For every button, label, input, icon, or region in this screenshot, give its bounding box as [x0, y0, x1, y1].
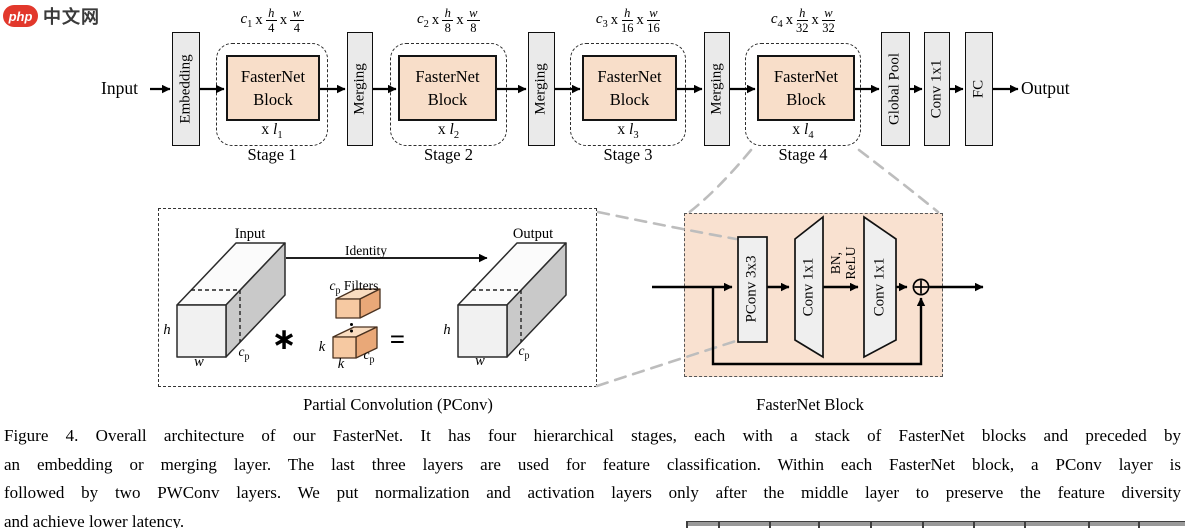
stage3-name: Stage 3	[603, 145, 653, 164]
block-diagram-title: FasterNet Block	[756, 395, 864, 414]
table-column-tick	[1138, 521, 1140, 528]
merging-box-3	[704, 32, 730, 146]
caption-line-1: Figure 4. Overall architecture of our Fa…	[4, 426, 1181, 445]
table-column-tick	[973, 521, 975, 528]
stage4-name: Stage 4	[778, 145, 828, 164]
table-column-tick	[686, 521, 688, 528]
input-tensor-cuboid	[176, 242, 286, 358]
merging-box-1	[347, 32, 373, 146]
input-h-label: h	[163, 322, 171, 338]
merging-label-3: Merging	[708, 63, 725, 115]
identity-label: Identity	[345, 243, 387, 258]
block1-line2: Block	[253, 90, 293, 109]
input-w-label: w	[194, 354, 204, 370]
stage4-repeat-label: x l4	[792, 121, 814, 142]
global-pool-box	[881, 32, 910, 146]
pipeline-input-label: Input	[101, 78, 138, 98]
conv1x1-expand-label: Conv 1x1	[800, 257, 817, 317]
stage2-name: Stage 2	[423, 145, 474, 164]
stage1-dashed-rect	[216, 43, 328, 146]
convolution-operator: ∗	[271, 322, 297, 357]
detail-flow-arrows	[652, 282, 984, 366]
fc-box	[965, 32, 993, 146]
kernel-k-label-bottom: k	[337, 356, 345, 372]
conv1x1-box	[924, 32, 950, 146]
block4-line1: FasterNet	[773, 66, 839, 86]
merging-box-2	[528, 32, 555, 146]
block3-line1: FasterNet	[597, 66, 662, 86]
pconv-diagram-title: Partial Convolution (PConv)	[303, 395, 493, 414]
block1-line1: FasterNet	[240, 66, 306, 86]
table-column-tick	[818, 521, 820, 528]
stage2-repeat-label: x l2	[437, 121, 460, 142]
conv1x1-reduce-label: Conv 1x1	[871, 257, 888, 317]
input-cp-label: cp	[238, 344, 250, 363]
output-cp-label: cp	[518, 343, 530, 362]
output-tensor-cuboid	[457, 242, 567, 358]
site-logo: php 中文网	[3, 4, 100, 28]
pconv-dashed-rect	[158, 208, 597, 387]
pconv3x3-label: PConv 3x3	[743, 255, 760, 323]
caption-line-2: an embedding or merging layer. The last …	[4, 454, 1181, 474]
conv1x1-reduce-trapezoid	[863, 215, 897, 359]
table-top-border	[686, 521, 1185, 526]
caption-line-3: followed by two PWConv layers. We put no…	[4, 483, 1181, 503]
table-column-tick	[769, 521, 771, 528]
conv1x1-label: Conv 1x1	[928, 59, 945, 119]
pconv-output-label: Output	[512, 226, 554, 242]
stage1-repeat-label: x l1	[261, 121, 283, 142]
block2-line2: Block	[427, 90, 468, 109]
php-logo-icon: php	[3, 5, 38, 27]
table-column-tick	[1024, 521, 1026, 528]
bn-label: BN,	[828, 251, 843, 275]
detail-layer-shapes	[737, 215, 897, 359]
output-w-label: w	[475, 353, 485, 369]
cp-filters-label: cp Filters	[329, 278, 379, 297]
zoom-connector-lines	[595, 148, 940, 388]
caption-line-4: and achieve lower latency.	[4, 511, 185, 528]
kernel-k-label-left: k	[318, 339, 326, 355]
relu-label: ReLU	[843, 246, 858, 280]
residual-add-icon	[912, 278, 930, 296]
equals-operator: =	[389, 324, 405, 354]
pipeline-output-label: Output	[1021, 78, 1070, 98]
output-h-label: h	[443, 322, 451, 338]
fasternet-block-2: FasterNet Block	[398, 55, 497, 121]
cp-slice-dashes	[191, 289, 522, 342]
stage4-dashed-rect	[745, 43, 861, 146]
fasternet-block-4: FasterNet Block	[757, 55, 855, 121]
fasternet-block-1: FasterNet Block	[226, 55, 320, 121]
embedding-label: Embedding	[177, 54, 194, 124]
kernel-cp-label: cp	[363, 347, 375, 366]
conv1x1-expand-trapezoid	[794, 215, 824, 359]
stage3-repeat-label: x l3	[617, 121, 639, 142]
merging-label-2: Merging	[532, 63, 549, 115]
table-column-tick	[718, 521, 720, 528]
embedding-box	[172, 32, 200, 146]
fc-label: FC	[970, 79, 987, 99]
fasternet-block-3: FasterNet Block	[582, 55, 677, 121]
pconv-input-label: Input	[234, 226, 266, 242]
table-column-tick	[1088, 521, 1090, 528]
filter-cubes	[332, 288, 381, 359]
table-column-tick	[922, 521, 924, 528]
merging-label-1: Merging	[351, 63, 368, 115]
logo-text: 中文网	[43, 7, 100, 27]
global-pool-label: Global Pool	[886, 52, 903, 126]
stage1-name: Stage 1	[247, 145, 297, 164]
block2-line1: FasterNet	[415, 66, 480, 86]
pconv3x3-shape	[737, 236, 768, 343]
stage2-dashed-rect	[390, 43, 507, 146]
block3-line2: Block	[609, 90, 650, 109]
table-column-tick	[870, 521, 872, 528]
block4-line2: Block	[786, 90, 826, 109]
stage3-dashed-rect	[570, 43, 686, 146]
